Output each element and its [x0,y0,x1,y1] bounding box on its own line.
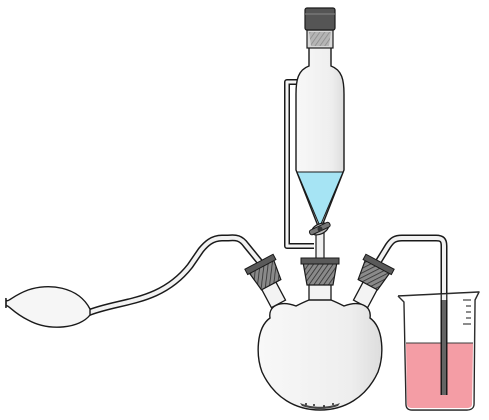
flask-sediment [300,403,340,409]
beaker-graduations [463,299,471,325]
rubber-bulb [5,286,91,328]
right-joint [357,253,395,291]
beaker-liquid [406,343,473,408]
bulb-tube [84,234,272,317]
flask-bulb [257,299,383,411]
three-neck-flask [255,271,384,411]
beaker-tube [369,234,448,395]
funnel-liquid [296,171,344,225]
dropping-funnel [284,7,345,261]
stopper [304,7,336,31]
beaker [397,291,480,411]
stopcock[interactable] [308,221,331,238]
center-joint [302,261,338,286]
ground-glass-joints [244,253,395,291]
beaker-glass [397,291,480,411]
left-joint [244,253,282,291]
